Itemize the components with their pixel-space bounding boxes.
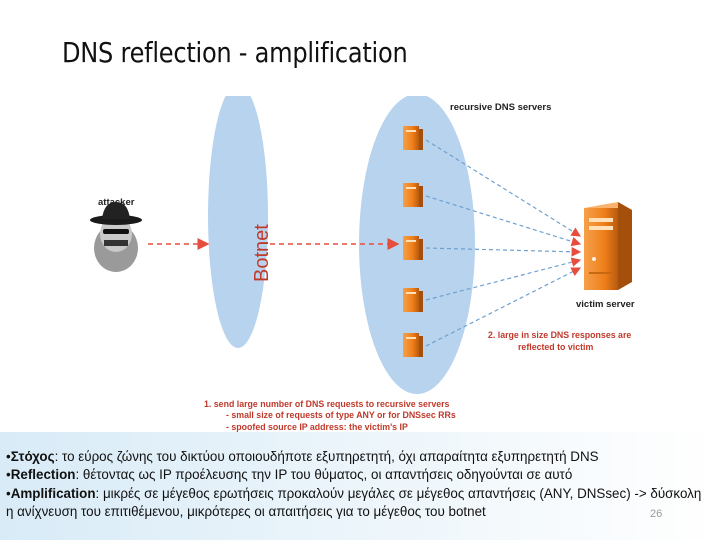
diagram-canvas: Botnet recursive DNS servers attacker — [90, 96, 635, 432]
slide-title: DNS reflection - amplification — [62, 36, 408, 69]
botnet-ellipse — [208, 96, 268, 348]
victim-server-icon — [584, 202, 632, 290]
victim-label: victim server — [576, 299, 635, 310]
recursive-dns-server-1 — [403, 126, 423, 150]
bullet-amplification-label: Amplification — [10, 485, 96, 501]
reflection-arrows — [425, 139, 582, 347]
attacker-label: attacker — [98, 197, 135, 208]
bullet-goal-text: : το εύρος ζώνης του δικτύου οποιουδήποτ… — [54, 449, 599, 464]
bullet-reflection-text: : θέτοντας ως IP προέλευσης την IP του θ… — [75, 467, 573, 483]
recursive-dns-server-4 — [403, 288, 423, 312]
step2-line2: reflected to victim — [518, 342, 593, 352]
bullet-amplification-text: : μικρές σε μέγεθος ερωτήσεις προκαλούν … — [6, 485, 702, 519]
servers-label: recursive DNS servers — [450, 102, 551, 113]
recursive-dns-server-5 — [403, 333, 423, 357]
bullet-reflection-label: Reflection — [10, 467, 76, 483]
recursive-dns-server-3 — [403, 236, 423, 260]
attacker-icon — [90, 202, 142, 272]
bullet-background — [0, 432, 720, 540]
bullet-reflection: •Reflection: θέτοντας ως IP προέλευσης τ… — [6, 467, 573, 483]
bullet-amplification: •Amplification: μικρές σε μέγεθος ερωτήσ… — [6, 485, 702, 519]
bullet-list: •Στόχος: το εύρος ζώνης του δικτύου οποι… — [6, 448, 711, 521]
step1-main: 1. send large number of DNS requests to … — [204, 399, 450, 409]
bullet-goal-label: Στόχος — [10, 449, 55, 464]
step1-sub2: - spoofed source IP address: the victim'… — [226, 422, 408, 432]
botnet-label: Botnet — [251, 224, 273, 282]
step1-sub1: - small size of requests of type ANY or … — [226, 410, 456, 420]
dns-amplification-diagram: Botnet recursive DNS servers attacker — [84, 96, 648, 438]
bullet-goal: •Στόχος: το εύρος ζώνης του δικτύου οποι… — [6, 449, 599, 464]
recursive-dns-server-2 — [403, 183, 423, 207]
step2-line1: 2. large in size DNS responses are — [488, 330, 631, 340]
page-number: 26 — [650, 508, 663, 520]
